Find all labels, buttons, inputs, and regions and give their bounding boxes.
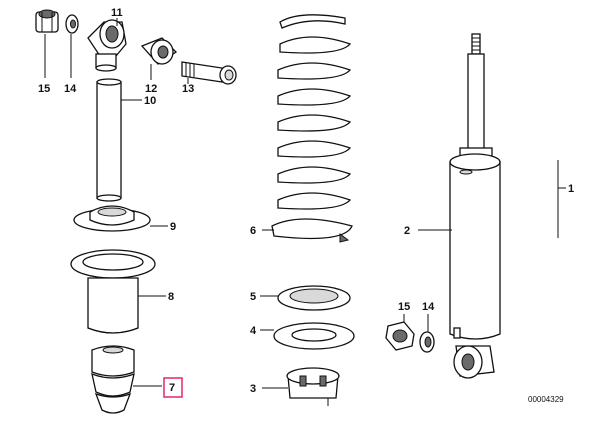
- label-9[interactable]: 9: [170, 221, 176, 233]
- label-11[interactable]: 11: [111, 7, 123, 19]
- label-1[interactable]: 1: [568, 183, 574, 195]
- label-2[interactable]: 2: [404, 225, 410, 237]
- label-13[interactable]: 13: [182, 83, 194, 95]
- label-4[interactable]: 4: [250, 325, 257, 337]
- part-11-eye-mount[interactable]: [87, 19, 127, 72]
- catalog-code: 00004329: [528, 395, 564, 404]
- part-15-hex-nut-top[interactable]: [35, 9, 59, 33]
- label-15-top[interactable]: 15: [38, 83, 50, 95]
- label-6[interactable]: 6: [250, 225, 256, 237]
- part-5-spring-seat[interactable]: [277, 285, 351, 311]
- part-15-hex-nut-lower[interactable]: [385, 321, 415, 351]
- label-15-lower[interactable]: 15: [398, 301, 410, 313]
- label-10[interactable]: 10: [144, 95, 156, 107]
- part-10-protective-tube[interactable]: [96, 78, 122, 202]
- part-4-ring-gasket[interactable]: [273, 322, 355, 350]
- part-14-washer-lower[interactable]: [419, 331, 435, 353]
- label-5[interactable]: 5: [250, 291, 256, 303]
- label-12[interactable]: 12: [145, 83, 157, 95]
- part-3-retaining-clip[interactable]: [286, 367, 340, 406]
- part-13-bolt[interactable]: [181, 61, 237, 85]
- label-14-top[interactable]: 14: [64, 83, 77, 95]
- part-8-bump-stop-housing[interactable]: [70, 249, 156, 334]
- label-3[interactable]: 3: [250, 383, 256, 395]
- part-6-coil-spring[interactable]: [271, 14, 353, 243]
- label-14-lower[interactable]: 14: [422, 301, 435, 313]
- part-9-upper-cap[interactable]: [73, 205, 151, 232]
- part-2-shock-absorber[interactable]: [449, 33, 501, 379]
- part-12-bushing[interactable]: [140, 37, 178, 65]
- label-8[interactable]: 8: [168, 291, 174, 303]
- part-14-washer-top[interactable]: [65, 14, 79, 34]
- label-7-highlight-box: [163, 377, 183, 398]
- label-7[interactable]: 7: [169, 382, 175, 394]
- part-7-bump-stop[interactable]: [91, 345, 135, 414]
